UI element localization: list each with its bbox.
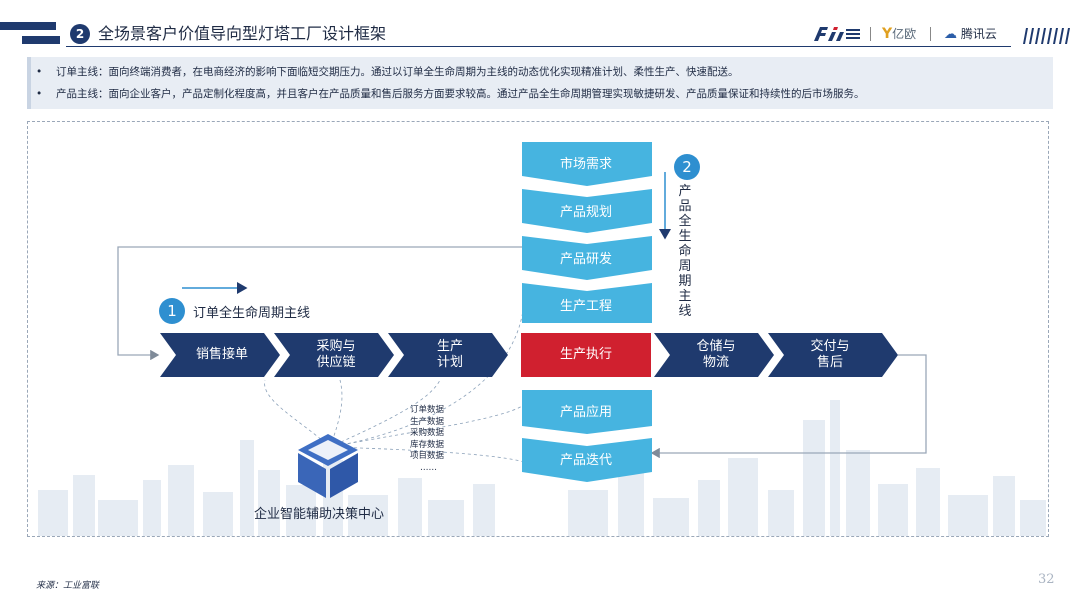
step-warehousing-logistics: 仓储与 物流 [696,339,736,370]
step-product-planning: 产品规划 [559,204,612,220]
summary-item-product: •产品主线：面向企业客户，产品定制化程度高，并且客户在产品质量和售后服务方面要求… [36,88,865,100]
step-delivery-aftersales: 交付与 售后 [810,339,850,370]
data-item: 项目数据 [410,451,445,461]
page-title: 全场景客户价值导向型灯塔工厂设计框架 [98,24,387,43]
order-line-number-badge: 1 [159,298,185,324]
product-line-number-badge: 2 [674,154,700,180]
step-procurement-supply-chain: 采购与 供应链 [316,339,356,370]
fii-logo [814,27,860,41]
decision-center-label: 企业智能辅助决策中心 [254,507,385,522]
header-decor-bar [0,22,56,30]
product-line-top-shapes [522,142,652,323]
data-item: …… [420,462,437,473]
cube-icon [298,434,358,498]
city-skyline-backdrop [38,400,1046,536]
step-production-engineering: 生产工程 [559,298,612,314]
data-item: 生产数据 [410,416,445,427]
step-product-application: 产品应用 [559,404,612,420]
data-items-list: 订单数据 生产数据 采购数据 库存数据 项目数据 …… [410,405,444,474]
page-number: 32 [1038,572,1055,587]
source-note: 来源：工业富联 [36,581,100,591]
step-product-rnd: 产品研发 [559,251,612,267]
section-number-badge: 2 [70,24,90,44]
data-item: 库存数据 [410,439,445,450]
tencent-cloud-logo: ☁ 腾讯云 [944,27,997,42]
step-production-planning: 生产 计划 [436,339,463,370]
summary-item-order: •订单主线：面向终端消费者，在电商经济的影响下面临短交期压力。通过以订单全生命周… [36,66,739,78]
yiou-logo: Y亿欧 [882,26,917,42]
order-line-shapes [160,333,898,377]
header-divider [66,46,1011,47]
logo-separator [870,27,871,41]
header-decor-bar [22,36,60,44]
logo-separator [930,27,931,41]
step-market-demand: 市场需求 [559,156,612,172]
step-production-execution: 生产执行 [559,347,612,362]
data-item: 订单数据 [410,405,445,415]
step-sales-order: 销售接单 [195,347,248,362]
step-product-iteration: 产品迭代 [559,452,612,468]
stripes-decor-icon [1023,28,1070,44]
product-line-label: 产品全生命周期主线 [678,184,692,319]
data-item: 采购数据 [410,428,445,438]
summary-box [27,57,1053,109]
product-line-bottom-shapes [522,390,652,482]
order-line-label: 订单全生命周期主线 [193,306,311,321]
